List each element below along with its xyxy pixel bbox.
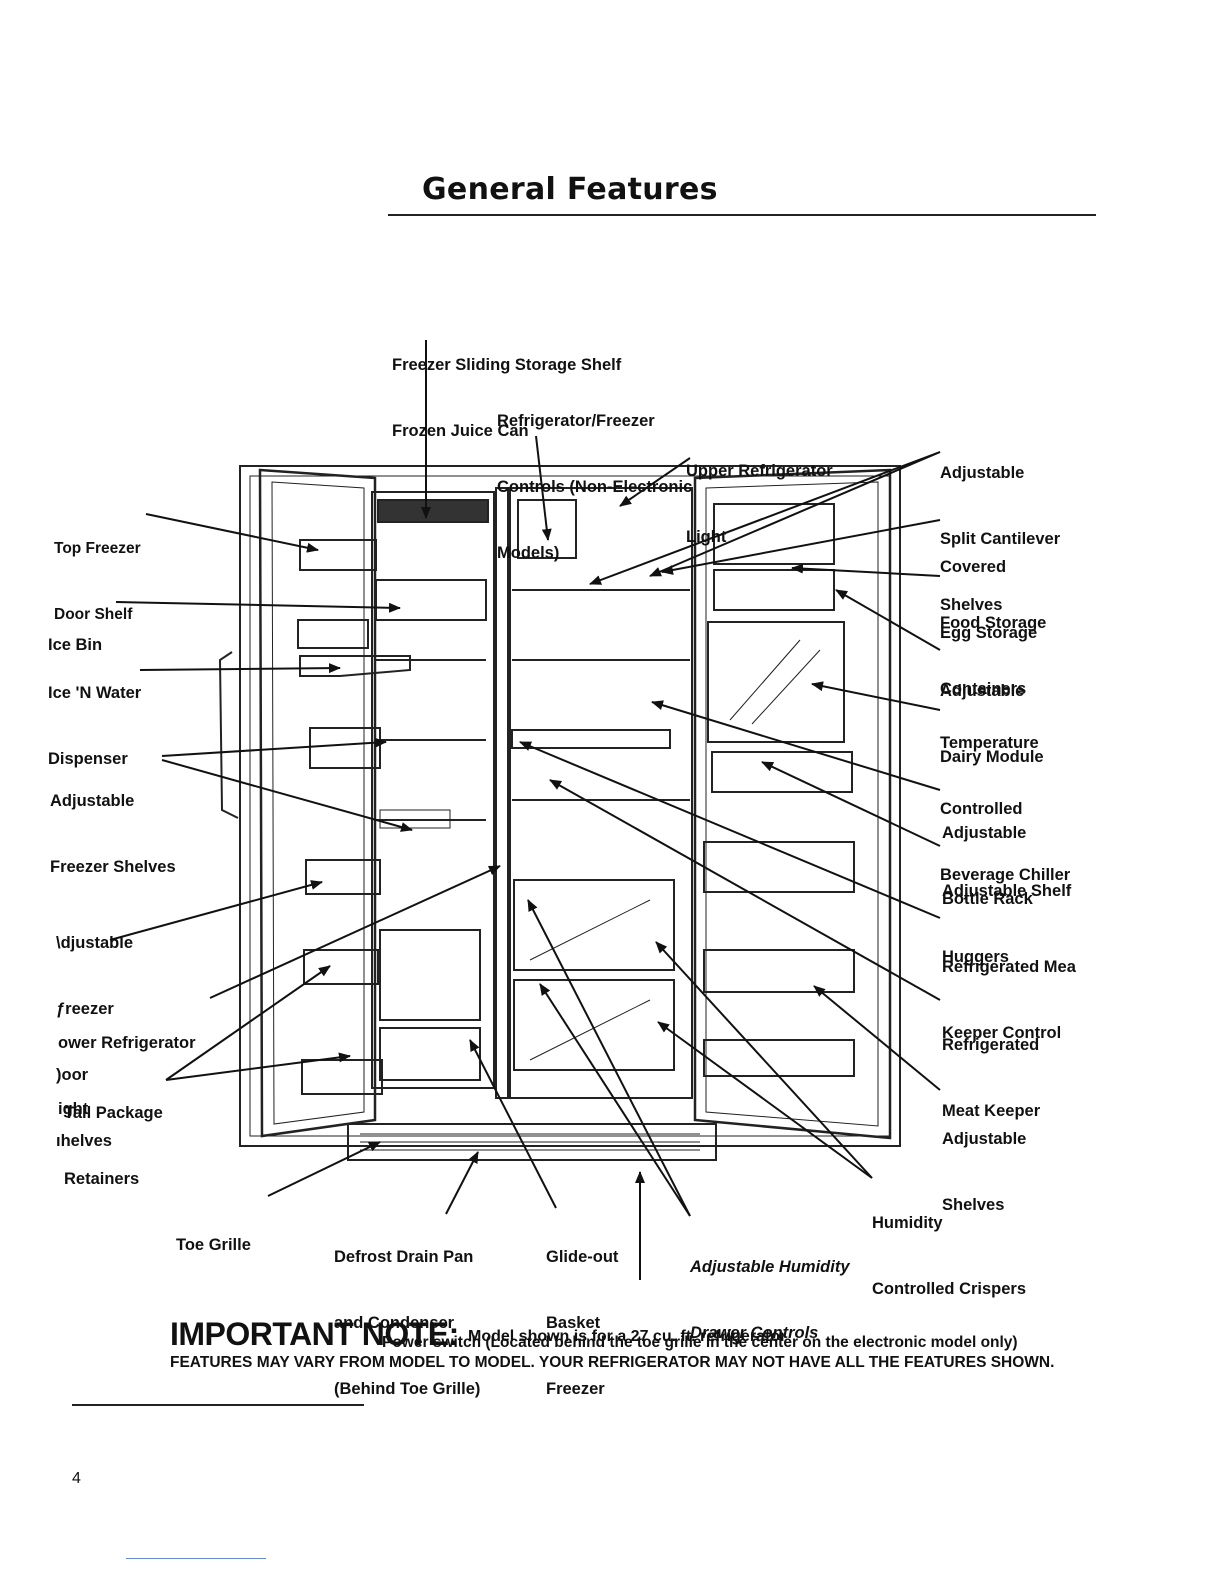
title-rule — [388, 214, 1096, 216]
label-line: ƒreezer — [56, 1000, 114, 1018]
label-line: Toe Grille — [176, 1236, 251, 1254]
label-line: Egg Storage — [940, 624, 1038, 642]
label-line: Basket — [546, 1314, 601, 1332]
important-note-heading: IMPORTANT NOTE: — [170, 1316, 459, 1352]
important-note-caps: FEATURES MAY VARY FROM MODEL TO MODEL. Y… — [170, 1354, 1055, 1371]
label-line: Huggers — [942, 948, 1009, 966]
label-line: ıhelves — [56, 1132, 112, 1150]
label-glide-basket: Glide-out Basket Freezer — [546, 1202, 618, 1422]
label-line: Controlled — [940, 800, 1023, 818]
label-line: Meat Keeper — [942, 1102, 1041, 1120]
label-line: Defrost Drain Pan — [334, 1248, 474, 1266]
label-line: Controlled Crispers — [872, 1280, 1027, 1298]
label-dispenser: Ice 'N Water Dispenser — [48, 638, 141, 792]
label-line: Door Shelf — [54, 606, 133, 623]
label-line: Power switch (Located behind the toe gri… — [382, 1334, 1018, 1351]
label-freezer-sliding-shelf: Freezer Sliding Storage Shelf Frozen Jui… — [392, 310, 621, 464]
label-line: Dispenser — [48, 750, 128, 768]
label-line: \djustable — [56, 934, 134, 952]
label-line: Adjustable — [942, 1130, 1027, 1148]
label-line: Adjustable — [940, 682, 1025, 700]
label-line: Shelves — [940, 596, 1003, 614]
label-line: Tall Package — [64, 1104, 163, 1122]
label-line: Models) — [497, 544, 560, 562]
label-line: Keeper Control — [942, 1024, 1062, 1042]
label-line: Beverage Chiller — [940, 866, 1071, 884]
label-line: Refrigerated — [942, 1036, 1040, 1054]
label-top-freezer-door-shelf: Top Freezer Door Shelf — [54, 494, 141, 648]
label-drain-pan: Defrost Drain Pan and Condenser (Behind … — [334, 1202, 480, 1422]
label-adj-freezer-shelves: Adjustable Freezer Shelves — [50, 746, 176, 900]
footer-rule — [72, 1404, 364, 1406]
label-line: (Behind Toe Grille) — [334, 1380, 481, 1398]
label-split-cantilever: Adjustable Split Cantilever Shelves — [940, 418, 1060, 638]
label-line: Bottle Rack — [942, 890, 1033, 908]
label-drawer-controls: Adjustable Humidity Drawer Controls — [690, 1212, 850, 1366]
page-number: 4 — [72, 1470, 81, 1487]
label-upper-light: Upper Refrigerator Light — [686, 416, 833, 570]
label-line: Covered — [940, 558, 1007, 576]
label-line: Drawer Controls — [690, 1324, 819, 1342]
label-line: )oor — [56, 1066, 89, 1084]
label-power-switch: Power switch (Located behind the toe gri… — [382, 1288, 1018, 1376]
label-line: Light — [686, 528, 727, 546]
label-beverage-chiller: Temperature Controlled Beverage Chiller — [940, 688, 1070, 908]
scan-edge-line — [126, 1558, 266, 1559]
page-title: General Features — [422, 172, 718, 207]
label-line: Adjustable — [50, 792, 135, 810]
label-line: Adjustable Humidity — [690, 1258, 850, 1276]
label-line: Upper Refrigerator — [686, 462, 833, 480]
label-tall-package: Tall Package Retainers — [64, 1058, 163, 1212]
label-line: Ice 'N Water — [48, 684, 142, 702]
label-lower-light: ower Refrigerator ight — [58, 988, 196, 1142]
label-line: Adjustable — [942, 824, 1027, 842]
label-line: Glide-out — [546, 1248, 619, 1266]
label-line: Dairy Module — [940, 748, 1044, 766]
label-line: Retainers — [64, 1170, 140, 1188]
label-line: Refrigerated Mea — [942, 958, 1076, 976]
label-line: Freezer — [546, 1380, 605, 1398]
label-line: Frozen Juice Can — [392, 422, 529, 440]
label-line: Adjustable Shelf — [942, 882, 1072, 900]
label-food-storage: Food Storage Containers — [940, 568, 1046, 722]
label-line: and Condenser — [334, 1314, 455, 1332]
label-line: Temperature — [940, 734, 1039, 752]
label-line: ight — [58, 1100, 89, 1118]
label-line: Ice Bin — [48, 636, 103, 654]
refrigerator-cabinet — [218, 465, 901, 1161]
label-line: Freezer Sliding Storage Shelf — [392, 356, 622, 374]
label-adj-freezer-door-shelves: \djustable ƒreezer )oor ıhelves — [56, 888, 133, 1174]
label-line: Shelves — [942, 1196, 1005, 1214]
label-line: Split Cantilever — [940, 530, 1061, 548]
label-toe-grille: Toe Grille — [176, 1190, 251, 1278]
label-bottle-rack: Adjustable Bottle Rack — [942, 778, 1033, 932]
label-meat-keeper: Refrigerated Meat Keeper — [942, 990, 1040, 1144]
leader-arrows — [109, 340, 941, 1280]
label-line: ower Refrigerator — [58, 1034, 196, 1052]
label-egg-storage: Covered Egg Storage — [940, 512, 1037, 666]
label-adj-shelves: Adjustable Shelves — [942, 1084, 1026, 1238]
label-line: Containers — [940, 680, 1027, 698]
label-crispers: Humidity Controlled Crispers — [872, 1168, 1026, 1322]
label-shelf-huggers: Adjustable Shelf Huggers — [942, 836, 1071, 990]
label-dairy-module: Adjustable Dairy Module — [940, 636, 1044, 790]
label-line: Controls (Non-Electronic — [497, 478, 693, 496]
label-line: Humidity — [872, 1214, 943, 1232]
label-line: Food Storage — [940, 614, 1047, 632]
label-line: Refrigerator/Freezer — [497, 412, 655, 430]
label-line: Freezer Shelves — [50, 858, 176, 876]
important-note-model: Model shown is for a 27 cu. ft. refriger… — [468, 1328, 787, 1345]
label-controls: Refrigerator/Freezer Controls (Non-Elect… — [497, 366, 692, 586]
label-meat-keeper-control: Refrigerated Mea Keeper Control — [942, 912, 1088, 1066]
label-ice-bin: Ice Bin — [48, 590, 102, 678]
label-line: Adjustable — [940, 464, 1025, 482]
label-line: Top Freezer — [54, 540, 141, 557]
